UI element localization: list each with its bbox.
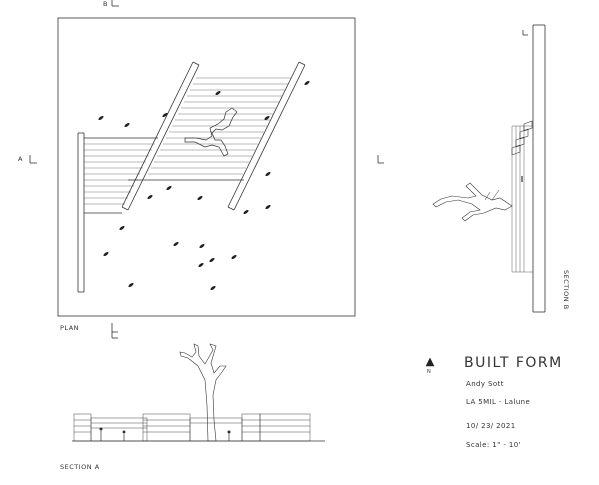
north-label: N (427, 369, 432, 375)
section-b-label: SECTION B (562, 270, 570, 310)
plan-tree-opening (184, 107, 238, 157)
section-cut-marker-top (111, 0, 119, 7)
title-block-author: Andy Sott (466, 380, 504, 388)
plan-label: PLAN (60, 324, 79, 332)
section-cut-marker-left (29, 155, 37, 164)
section-a-figures (99, 427, 231, 441)
section-cut-marker-bottom (111, 323, 118, 339)
section-b-tree (432, 182, 513, 222)
title-block-date: 10/ 23/ 2021 (466, 422, 516, 430)
plan-drawing (29, 0, 384, 339)
title-block-scale: Scale: 1" - 10' (466, 441, 521, 449)
section-a-drawing (72, 343, 325, 442)
title-block-course: LA 5MIL - Lalune (466, 398, 531, 406)
plan-marker-a: A (18, 155, 23, 163)
section-cut-marker-right (377, 155, 384, 164)
plan-deck-left (77, 132, 158, 293)
plan-marker-b: B (103, 0, 108, 8)
plan-boundary (57, 17, 356, 317)
section-a-tree (179, 343, 227, 442)
plan-plantings (98, 80, 310, 291)
north-arrow-icon (425, 357, 435, 367)
plan-deck-central (121, 61, 306, 211)
section-b-drawing (432, 24, 546, 313)
title-block-title: BUILT FORM (464, 355, 563, 371)
section-a-label: SECTION A (60, 463, 100, 471)
section-b-steps (511, 120, 533, 156)
